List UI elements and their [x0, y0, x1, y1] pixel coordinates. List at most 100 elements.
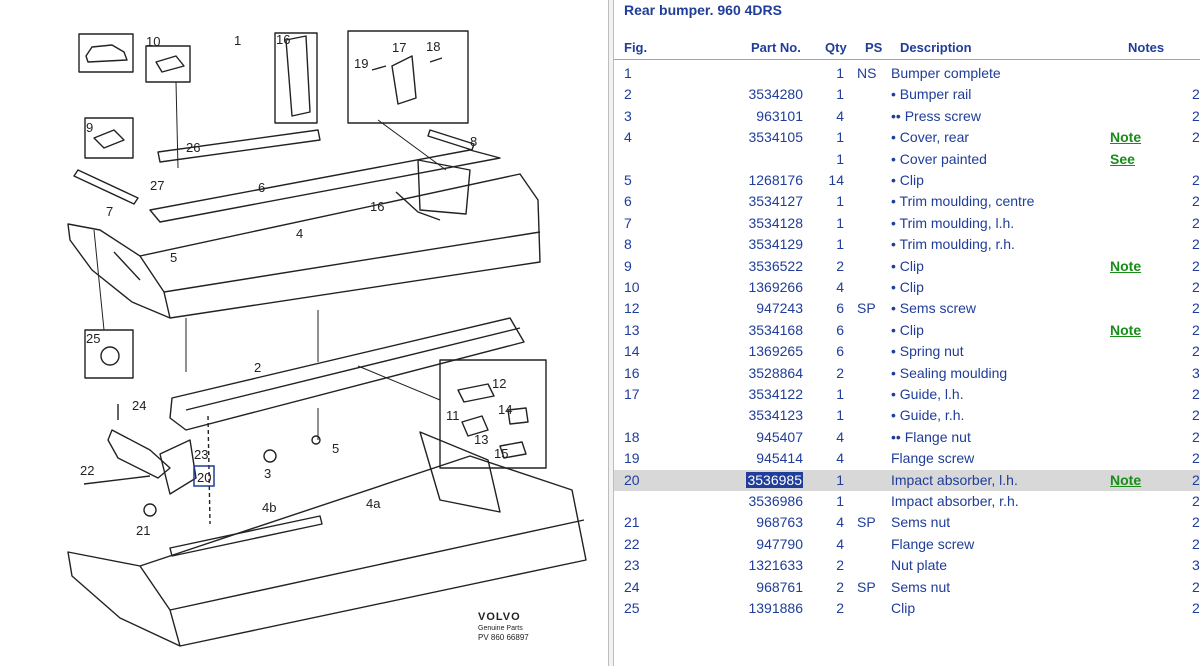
exploded-diagram[interactable]: 1 2 3 4 4a 4b 5 5 6 7 8 9 10 11 12 13 14…	[0, 0, 608, 666]
diagram-label: 10	[146, 34, 160, 49]
cell-fig: 2	[624, 86, 632, 103]
cell-description: • Spring nut	[891, 343, 964, 360]
diagram-label: 23	[194, 447, 208, 462]
note-link[interactable]: Note	[1110, 257, 1142, 274]
note-link[interactable]: Note	[1110, 129, 1142, 146]
cell-fig: 19	[624, 450, 640, 467]
cell-extra: 2	[1192, 407, 1200, 424]
note-link[interactable]: Note	[1110, 321, 1142, 338]
pane-splitter[interactable]	[608, 0, 614, 666]
cell-ps: SP	[857, 578, 876, 595]
cell-part-no: 1268176	[748, 172, 803, 188]
cell-qty: 1	[836, 386, 844, 402]
cell-description: Sems nut	[891, 514, 951, 531]
cell-part-no: 945414	[756, 450, 803, 467]
cell-part-no: 3536985	[746, 471, 803, 488]
cell-description: Flange screw	[891, 535, 975, 552]
cell-ps: SP	[857, 514, 876, 531]
table-row[interactable]: 1 • Cover painted See	[614, 149, 1200, 170]
car-thumbnail-box	[78, 33, 134, 73]
inset-box-16	[274, 32, 318, 124]
cell-fig: 23	[624, 557, 640, 574]
cell-fig: 7	[624, 214, 632, 231]
cell-fig: 3	[624, 107, 632, 124]
table-header: Fig. Part No. Qty PS Description Notes	[614, 38, 1200, 56]
cell-fig: 22	[624, 535, 640, 552]
impact-absorber	[107, 429, 171, 479]
diagram-label: 15	[494, 446, 508, 461]
diagram-label: 16	[276, 32, 290, 47]
cell-extra: 3	[1192, 557, 1200, 574]
cell-part-no: 945407	[756, 428, 803, 445]
note-link[interactable]: Note	[1110, 471, 1142, 488]
cell-extra: 2	[1192, 86, 1200, 103]
bumper-rail	[169, 317, 525, 431]
cell-description: • Trim moulding, centre	[891, 193, 1035, 210]
cell-fig: 12	[624, 300, 640, 317]
cell-part-no: 3534127	[748, 193, 803, 210]
header-fig: Fig.	[624, 40, 648, 55]
cell-description: • Trim moulding, l.h.	[891, 214, 1015, 231]
cell-fig: 20	[624, 471, 640, 488]
cell-description: • Cover painted	[891, 150, 987, 167]
cell-part-no: 1369265	[748, 343, 803, 360]
cell-description: • Guide, r.h.	[891, 407, 965, 424]
cell-extra: 2	[1192, 343, 1200, 360]
cell-description: • Clip	[891, 172, 924, 188]
cell-qty: 1	[836, 150, 844, 167]
cell-description: • Guide, l.h.	[891, 386, 964, 402]
cell-fig: 24	[624, 578, 640, 595]
diagram-drawing: 1 2 3 4 4a 4b 5 5 6 7 8 9 10 11 12 13 14…	[67, 30, 587, 647]
cell-extra: 2	[1192, 471, 1200, 488]
diagram-label: 5	[170, 250, 177, 265]
diagram-label: 9	[86, 120, 93, 135]
cell-description: • Sems screw	[891, 300, 977, 317]
cell-qty: 1	[836, 493, 844, 509]
cell-fig: 21	[624, 514, 640, 531]
cell-qty: 1	[836, 86, 844, 103]
note-link[interactable]: See	[1110, 150, 1135, 167]
diagram-label: 11	[446, 408, 460, 423]
trim-strip-4b	[169, 515, 323, 557]
header-description: Description	[900, 40, 972, 55]
diagram-label: 24	[132, 398, 146, 413]
cell-description: Clip	[891, 600, 916, 616]
cell-qty: 1	[836, 65, 844, 81]
cell-qty: 1	[836, 129, 844, 146]
cell-qty: 2	[836, 600, 844, 616]
cell-fig: 5	[624, 172, 632, 188]
cell-part-no: 968763	[756, 514, 803, 531]
inset-box-9	[84, 117, 134, 159]
cell-fig: 25	[624, 600, 640, 616]
header-part-no: Part No.	[751, 40, 801, 55]
diagram-label: 27	[150, 178, 164, 193]
cell-extra: 2	[1192, 129, 1200, 146]
trim-moulding-top	[157, 129, 321, 163]
diagram-label: 18	[426, 39, 440, 54]
